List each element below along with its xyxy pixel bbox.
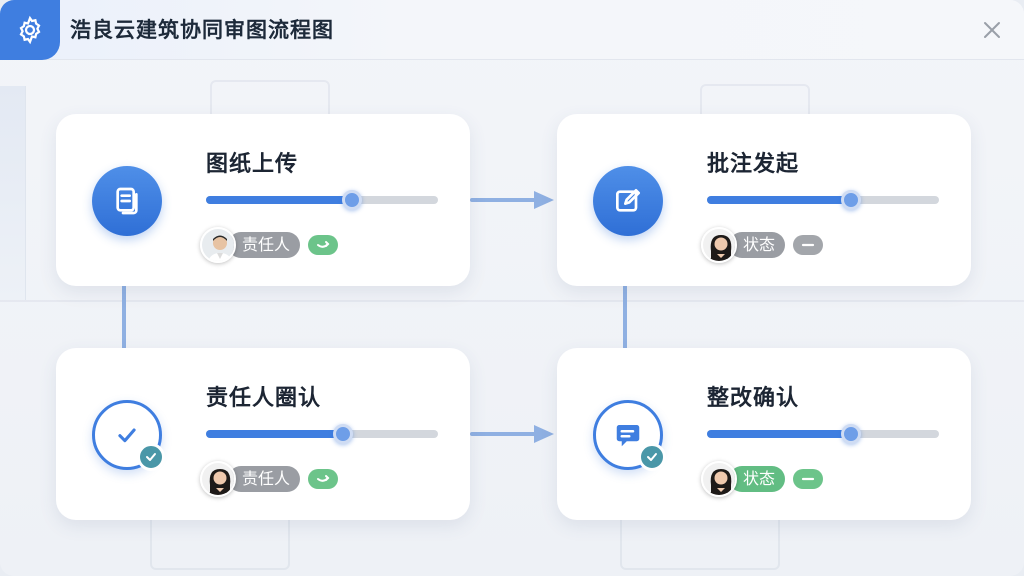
progress-knob[interactable] (342, 190, 363, 210)
avatar[interactable] (701, 461, 737, 497)
edit-icon (616, 189, 640, 212)
toggle-on-icon (317, 241, 330, 248)
check-circle-icon (118, 428, 136, 443)
step-title: 批注发起 (707, 152, 800, 177)
status-toggle[interactable] (793, 235, 824, 255)
progress-bar (707, 424, 939, 444)
status-tag: 状态 (729, 232, 786, 258)
side-panel-edge (0, 86, 26, 300)
progress-bar (206, 190, 438, 210)
avatar[interactable] (200, 227, 236, 263)
title-bar: 浩良云建筑协同审图流程图 (0, 0, 1024, 60)
check-badge-icon (638, 443, 666, 471)
progress-knob[interactable] (332, 424, 353, 444)
responsible-tag: 责任人 (228, 466, 301, 492)
gear-icon[interactable] (0, 0, 60, 60)
toggle-on-icon (317, 475, 330, 482)
step-card-annotate[interactable]: 批注发起 状态 (557, 114, 971, 286)
window-title: 浩良云建筑协同审图流程图 (70, 18, 334, 42)
toggle-on-icon (801, 477, 815, 481)
document-icon (116, 187, 138, 215)
step-icon-circle (92, 166, 162, 236)
progress-knob[interactable] (840, 424, 861, 444)
progress-bar (707, 190, 939, 210)
arrow-right-top (470, 191, 554, 209)
meta-row: 状态 (701, 461, 824, 497)
progress-fill (206, 196, 353, 204)
toggle-off-icon (801, 243, 815, 247)
status-toggle[interactable] (308, 469, 339, 489)
step-icon-circle (593, 166, 663, 236)
close-button[interactable] (978, 16, 1006, 44)
step-card-confirm[interactable]: 责任人圈认 责任人 (56, 348, 470, 520)
progress-fill (206, 430, 343, 438)
status-toggle[interactable] (793, 469, 824, 489)
status-toggle[interactable] (308, 235, 339, 255)
arrow-right-bottom (470, 425, 554, 443)
progress-fill (707, 196, 851, 204)
step-card-rectify[interactable]: 整改确认 状态 (557, 348, 971, 520)
step-card-upload[interactable]: 图纸上传 责任人 (56, 114, 470, 286)
step-title: 图纸上传 (206, 152, 299, 177)
step-icon-circle (593, 400, 666, 471)
avatar[interactable] (200, 461, 236, 497)
check-badge-icon (137, 443, 165, 471)
progress-knob[interactable] (840, 190, 861, 210)
responsible-tag: 责任人 (228, 232, 301, 258)
close-icon (984, 22, 1000, 38)
step-icon-circle (92, 400, 165, 471)
meta-row: 状态 (701, 227, 824, 263)
meta-row: 责任人 (200, 461, 339, 497)
avatar[interactable] (701, 227, 737, 263)
meta-row: 责任人 (200, 227, 339, 263)
status-tag: 状态 (729, 466, 786, 492)
progress-bar (206, 424, 438, 444)
bg-divider (0, 300, 1024, 302)
step-title: 整改确认 (707, 386, 800, 411)
comment-icon (616, 425, 640, 447)
progress-fill (707, 430, 851, 438)
step-title: 责任人圈认 (206, 386, 322, 411)
